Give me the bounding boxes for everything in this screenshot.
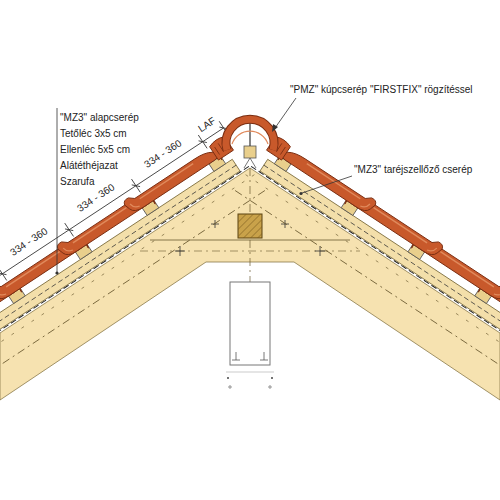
callout-label: "PMZ" kúpcserép "FIRSTFIX" rögzítéssel [290, 84, 473, 96]
material-label: "MZ3" alapcserép [60, 112, 139, 124]
dimension-label: LAF [196, 114, 218, 134]
dimension-label: 334 - 360 [142, 137, 184, 170]
material-label: Alátéthéjazat [60, 160, 118, 172]
material-label: Ellenléc 5x5 cm [60, 144, 130, 156]
dimension-label: 334 - 360 [8, 225, 50, 258]
material-label: Tetőléc 3x5 cm [60, 128, 127, 140]
material-label: Szarufa [60, 176, 94, 188]
callout-label: "MZ3" taréjszellőző cserép [354, 164, 472, 176]
